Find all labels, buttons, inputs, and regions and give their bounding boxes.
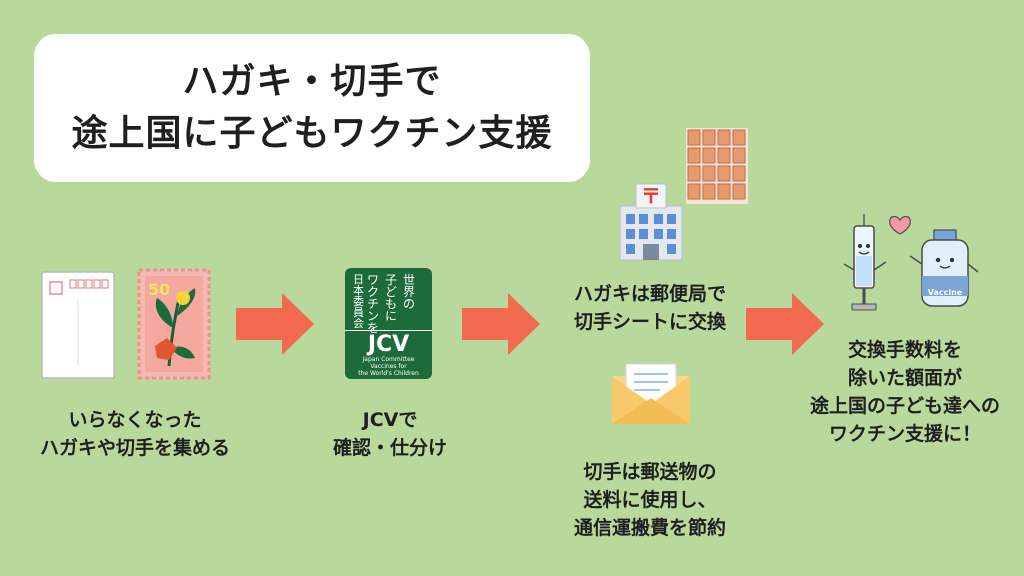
title-line-2: 途上国に子どもワクチン支援 xyxy=(71,113,553,154)
caption-jcv: JCVで 確認・仕分け xyxy=(332,409,447,459)
vial-label: Vaccine xyxy=(927,288,963,297)
postcard-icon xyxy=(41,271,115,379)
caption-collect: いらなくなった ハガキや切手を集める xyxy=(39,409,230,459)
caption-postage: 切手は郵送物の 送料に使用し、 通信運搬費を節約 xyxy=(573,461,726,539)
arrow-right-icon-3 xyxy=(746,293,824,355)
jcv-vertical-col-1: 世界の xyxy=(403,273,416,311)
jcv-english-1: Japan Committee xyxy=(362,356,415,363)
title-box: ハガキ・切手で 途上国に子どもワクチン支援 xyxy=(34,34,590,182)
syringe-vial-characters-icon xyxy=(843,214,979,311)
title-line-1: ハガキ・切手で xyxy=(182,61,442,102)
post-office-building-icon: 〒 xyxy=(619,183,683,261)
jcv-logo: 日本委員会 ワクチンを 子どもに 世界の JCV Japan Committee… xyxy=(345,268,432,379)
jcv-english-3: the World's Children xyxy=(358,370,419,377)
jcv-english-2: Vaccines for xyxy=(370,363,407,370)
stamp-value: 50 xyxy=(148,280,171,299)
jcv-vertical-col-3: ワクチンを xyxy=(367,273,380,335)
envelope-icon xyxy=(612,363,690,424)
jcv-acronym: JCV xyxy=(367,332,410,357)
caption-post-office: ハガキは郵便局で 切手シートに交換 xyxy=(573,283,726,333)
stamp-icon xyxy=(137,268,211,380)
caption-support: 交換手数料を 除いた額面が 途上国の子ども達への ワクチン支援に！ xyxy=(809,339,1000,445)
arrow-right-icon-2 xyxy=(462,293,540,355)
svg-text:〒: 〒 xyxy=(641,184,661,208)
jcv-vertical-small: 日本委員会 xyxy=(353,273,364,330)
jcv-vertical-col-2: 子どもに xyxy=(385,273,398,323)
stamp-sheet-icon xyxy=(686,128,748,204)
arrow-right-icon-1 xyxy=(236,293,314,355)
